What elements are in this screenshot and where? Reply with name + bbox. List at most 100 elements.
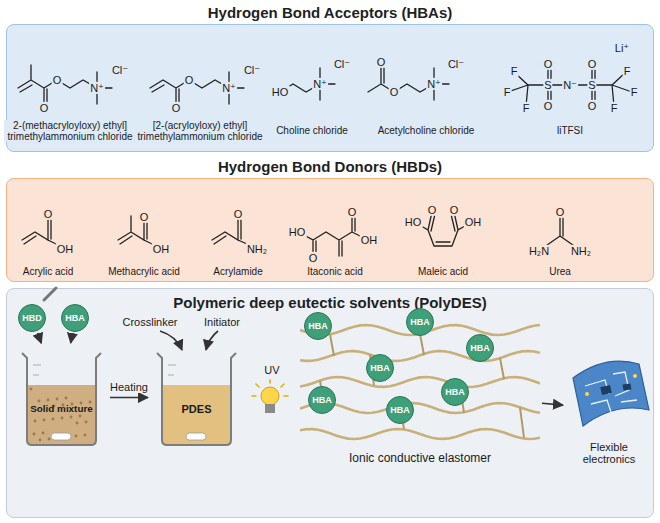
atom-label: O	[171, 102, 182, 114]
atom-label: O	[587, 58, 598, 70]
atom-label: NH₂	[570, 245, 592, 257]
atom-label: HO	[271, 86, 290, 98]
beaker: Solid mixture	[15, 345, 108, 450]
compound-name: Acetylcholine chloride	[377, 125, 476, 136]
process-label: Crosslinker	[121, 316, 178, 328]
compound-name: [2-(acryloyloxy) ethyl] trimethylammoniu…	[136, 120, 264, 142]
atom-label: Cl⁻	[333, 58, 351, 70]
flexible-device: Flexible electronics	[565, 350, 653, 468]
compound-name: Methacrylic acid	[107, 266, 181, 277]
process-label: UV	[263, 364, 280, 376]
atom-label: OH	[56, 243, 75, 255]
atom-label: O	[52, 74, 63, 86]
polymer-network	[300, 318, 540, 448]
atom-label: Cl⁻	[111, 64, 129, 76]
atom-label: OH	[152, 243, 171, 255]
atom-label: O	[449, 204, 460, 216]
atom-label: N⁺	[426, 78, 442, 90]
elastomer-network: Ionic conductive elastomer HBA HBA HBA HBA HB…	[300, 318, 540, 468]
atom-label: O	[376, 56, 387, 68]
atom-label: F	[522, 102, 531, 114]
component-circle: HBA	[304, 312, 332, 340]
component-circle: HBA	[466, 334, 494, 362]
atom-label: N⁻	[562, 79, 578, 91]
circle-label: HBA	[370, 363, 390, 373]
atom-label: O	[389, 86, 400, 98]
edge-label: Heating	[109, 381, 149, 393]
atom-label: O	[555, 206, 566, 218]
connector-arrow	[542, 403, 563, 405]
connector-arrow	[38, 333, 42, 343]
circle-label: HBA	[65, 313, 85, 323]
circle-label: HBD	[22, 313, 42, 323]
panel-heading: Hydrogen Bond Donors (HBDs)	[7, 158, 653, 175]
atom-label: Cl⁻	[447, 58, 465, 70]
component-circle: HBA	[366, 354, 394, 382]
atom-label: F	[503, 86, 512, 98]
atom-label: Li⁺	[614, 42, 630, 54]
atom-label: HO	[404, 216, 423, 228]
atom-label: N⁺	[221, 82, 237, 94]
compound-name: Choline chloride	[275, 125, 349, 136]
atom-label: OH	[360, 234, 379, 246]
panel-heading: Polymeric deep eutectic solvents (PolyDE…	[7, 294, 653, 311]
atom-label: O	[347, 206, 358, 218]
compound-name: Urea	[548, 266, 572, 277]
compound-name: liTFSI	[556, 125, 584, 136]
atom-label: F	[610, 102, 619, 114]
panel-heading: Hydrogen Bond Acceptors (HBAs)	[7, 4, 653, 21]
circle-label: HBA	[308, 321, 328, 331]
atom-label: O	[39, 102, 50, 114]
atom-label: OH	[464, 216, 483, 228]
atom-label: H₂N	[528, 245, 550, 257]
atom-label: F	[623, 65, 632, 77]
atom-label: HO	[288, 226, 307, 238]
atom-label: O	[43, 208, 54, 220]
atom-label: NH₂	[246, 243, 268, 255]
atom-label: S	[543, 79, 552, 91]
circle-label: HBA	[410, 317, 430, 327]
atom-label: Cl⁻	[243, 64, 261, 76]
circle-label: HBA	[312, 395, 332, 405]
atom-label: N⁺	[89, 82, 105, 94]
connector-arrow	[71, 334, 73, 343]
compound-name: Acrylamide	[212, 266, 263, 277]
component-circle: HBD	[18, 304, 46, 332]
component-circle: HBA	[441, 378, 469, 406]
circle-label: HBA	[390, 405, 410, 415]
panel-band: Hydrogen Bond Donors (HBDs)	[6, 178, 654, 282]
compound-name: 2-(methacryloyloxy) ethyl] trimethylammo…	[4, 120, 136, 142]
circle-label: HBA	[445, 387, 465, 397]
atom-label: F	[630, 86, 639, 98]
atom-label: O	[184, 74, 195, 86]
connector-arrow	[110, 397, 148, 399]
atom-label: O	[427, 204, 438, 216]
component-circle: HBA	[61, 304, 89, 332]
beaker: PDES	[150, 345, 243, 450]
device-label: Flexible electronics	[565, 441, 653, 466]
beaker-label: PDES	[162, 403, 231, 416]
beaker-label: Solid mixture	[27, 403, 96, 414]
atom-label: O	[543, 58, 554, 70]
atom-label: O	[587, 100, 598, 112]
atom-label: O	[543, 100, 554, 112]
flexible-device	[565, 350, 653, 434]
atom-label: O	[233, 208, 244, 220]
beaker-outline	[150, 345, 243, 450]
component-circle: HBA	[308, 386, 336, 414]
circle-label: HBA	[470, 343, 490, 353]
component-circle: HBA	[386, 396, 414, 424]
compound-name: Acrylic acid	[22, 266, 75, 277]
component-circle: HBA	[406, 308, 434, 336]
compound-name: Maleic acid	[417, 266, 469, 277]
atom-label: O	[308, 252, 319, 264]
atom-label: S	[587, 79, 596, 91]
network-label: Ionic conductive elastomer	[300, 452, 540, 466]
atom-label: O	[139, 211, 150, 223]
panel-band: Polymeric deep eutectic solvents (PolyDE…	[6, 288, 654, 518]
panel-band: Hydrogen Bond Acceptors (HBAs)	[6, 24, 654, 152]
atom-label: F	[510, 65, 519, 77]
